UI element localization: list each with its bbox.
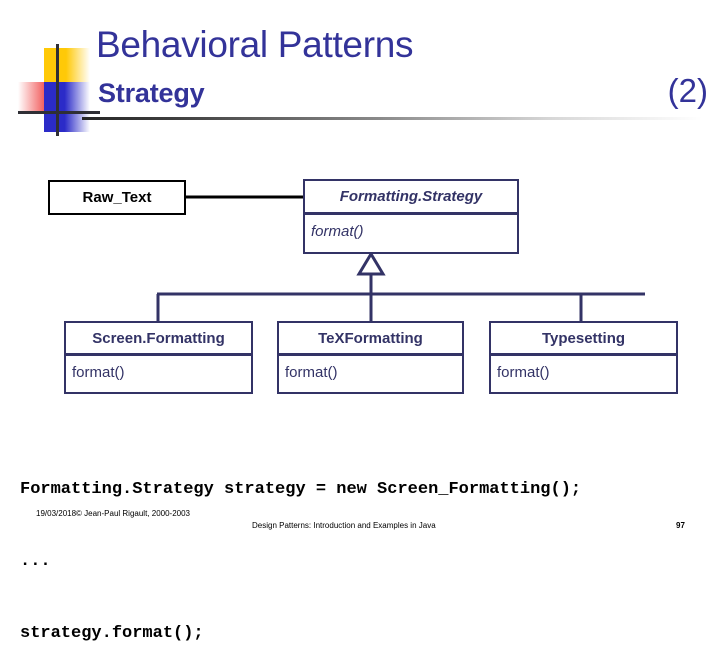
uml-operations-tex-formatting: format()	[285, 364, 338, 381]
uml-class-formatting-strategy[interactable]: Formatting.Strategy format()	[303, 179, 519, 254]
code-sample: Formatting.Strategy strategy = new Scree…	[20, 430, 710, 670]
code-line: strategy.format();	[20, 624, 204, 643]
logo-yellow-square	[44, 48, 90, 88]
slide-footer: 19/03/2018© Jean-Paul Rigault, 2000-2003…	[0, 505, 720, 540]
uml-class-name-screen-formatting: Screen.Formatting	[66, 323, 251, 356]
footer-page-number: 97	[676, 521, 685, 530]
slide-logo-decoration	[18, 44, 100, 136]
slide-subtitle: Strategy	[98, 78, 205, 108]
code-line: ...	[20, 552, 51, 571]
footer-course-title: Design Patterns: Introduction and Exampl…	[252, 521, 436, 530]
uml-operations-typesetting: format()	[497, 364, 550, 381]
logo-vertical-line	[56, 44, 59, 136]
uml-class-raw-text[interactable]: Raw_Text	[48, 180, 186, 215]
uml-class-name-typesetting: Typesetting	[491, 323, 676, 356]
slide-part-label: (2)	[667, 72, 708, 109]
slide-title: Behavioral Patterns	[96, 24, 414, 65]
inheritance-triangle	[356, 251, 386, 276]
uml-class-tex-formatting[interactable]: TeXFormatting format()	[277, 321, 464, 394]
uml-class-screen-formatting[interactable]: Screen.Formatting format()	[64, 321, 253, 394]
uml-class-typesetting[interactable]: Typesetting format()	[489, 321, 678, 394]
header-divider-rule	[82, 117, 702, 120]
uml-class-name-tex-formatting: TeXFormatting	[279, 323, 462, 356]
uml-class-name-formatting-strategy: Formatting.Strategy	[305, 181, 517, 215]
logo-horizontal-line	[18, 111, 100, 114]
uml-operations-formatting-strategy: format()	[311, 223, 364, 240]
footer-copyright: 19/03/2018© Jean-Paul Rigault, 2000-2003	[36, 509, 191, 518]
uml-operations-screen-formatting: format()	[72, 364, 125, 381]
code-line: Formatting.Strategy strategy = new Scree…	[20, 480, 582, 499]
logo-blue-square	[44, 82, 90, 132]
uml-class-name-raw-text: Raw_Text	[82, 189, 152, 206]
